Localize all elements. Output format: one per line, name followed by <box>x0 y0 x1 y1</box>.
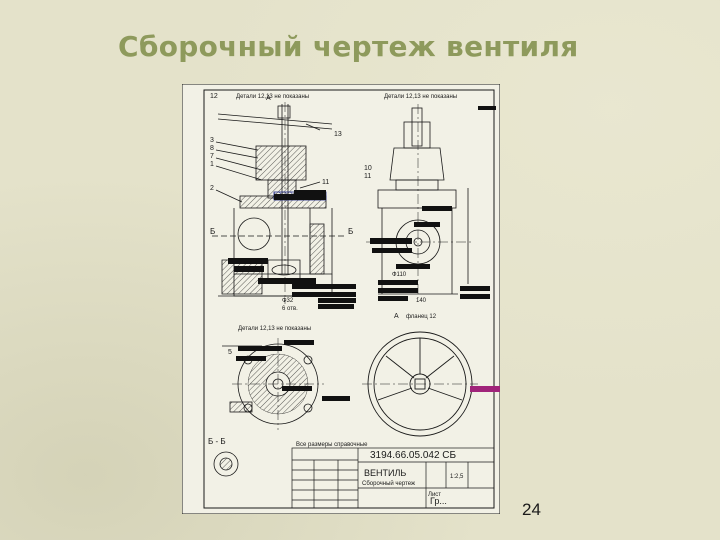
dim-d110: Ф110 <box>392 272 407 278</box>
section-mark-b-right: Б <box>348 227 353 236</box>
section-mark-a: А <box>266 95 271 102</box>
redaction-bar <box>258 278 316 284</box>
section-b-label: Б - Б <box>208 437 226 446</box>
leader-8: 8 <box>210 145 214 152</box>
slide-title: Сборочный чертеж вентиля <box>118 30 579 63</box>
drawing-subtitle: Сборочный чертеж <box>362 480 415 487</box>
leader-12: 12 <box>210 93 218 100</box>
redaction-bar <box>282 386 312 391</box>
title-block <box>291 447 495 509</box>
group-label: Гр... <box>430 496 447 506</box>
assembly-drawing: 12 3 8 7 1 2 11 13 А Б Б Детали 12,13 не… <box>181 83 501 515</box>
redaction-bar <box>372 248 412 253</box>
leader-10: 10 <box>364 165 372 172</box>
redaction-bar <box>396 264 430 269</box>
assembly-drawing-sheet: 12 3 8 7 1 2 11 13 А Б Б Детали 12,13 не… <box>181 83 501 515</box>
redaction-bar <box>318 304 354 309</box>
leader-2: 2 <box>210 185 214 192</box>
accent-bar <box>470 386 500 392</box>
redaction-bar <box>478 106 496 110</box>
dim-140: 140 <box>416 298 427 304</box>
redaction-bar <box>238 346 282 351</box>
page-number: 24 <box>522 500 541 519</box>
section-b-view <box>213 451 239 477</box>
redaction-bar <box>292 284 356 289</box>
redaction-bar <box>294 190 326 194</box>
handwheel-view-a <box>362 331 478 437</box>
redaction-bar <box>274 194 326 200</box>
note-top-right: Детали 12,13 не показаны <box>384 94 457 100</box>
redaction-bar <box>460 286 490 291</box>
leader-11: 11 <box>322 179 329 186</box>
redaction-bar <box>234 266 264 272</box>
redaction-bar <box>460 294 490 299</box>
view-a-label: А <box>394 313 399 320</box>
drawing-name: ВЕНТИЛЬ <box>364 468 406 478</box>
all-dims-note: Все размеры справочные <box>296 442 368 448</box>
leader-3: 3 <box>210 137 214 144</box>
note-top-left: Детали 12,13 не показаны <box>236 94 309 100</box>
redaction-bar <box>236 356 266 361</box>
dim-d32: Ф32 <box>282 298 294 304</box>
redaction-bar <box>228 258 268 264</box>
redaction-bar <box>292 292 356 297</box>
note-middle-left: Детали 12,13 не показаны <box>238 326 311 332</box>
redaction-bar <box>322 396 350 401</box>
view-a-note: фланец 12 <box>406 314 437 320</box>
sheet-label: Лист <box>428 492 441 498</box>
redaction-bar <box>378 280 418 285</box>
redaction-bar <box>370 238 412 244</box>
leader-5: 5 <box>228 349 232 356</box>
redaction-bar <box>378 296 408 301</box>
redaction-bar <box>414 222 440 227</box>
leader-11b: 11 <box>364 173 371 180</box>
redaction-bar <box>378 288 418 293</box>
leader-13: 13 <box>334 131 342 138</box>
redaction-bar <box>284 340 314 345</box>
redaction-bar <box>422 206 452 211</box>
leader-7: 7 <box>210 153 214 160</box>
dim-6-holes: 6 отв. <box>282 306 298 312</box>
doc-code: 3194.66.05.042 СБ <box>370 450 457 461</box>
redaction-bars <box>228 106 496 401</box>
section-mark-b-left: Б <box>210 227 215 236</box>
leader-1: 1 <box>210 161 214 168</box>
redaction-bar <box>318 298 356 303</box>
drawing-scale: 1:2,5 <box>450 474 464 480</box>
